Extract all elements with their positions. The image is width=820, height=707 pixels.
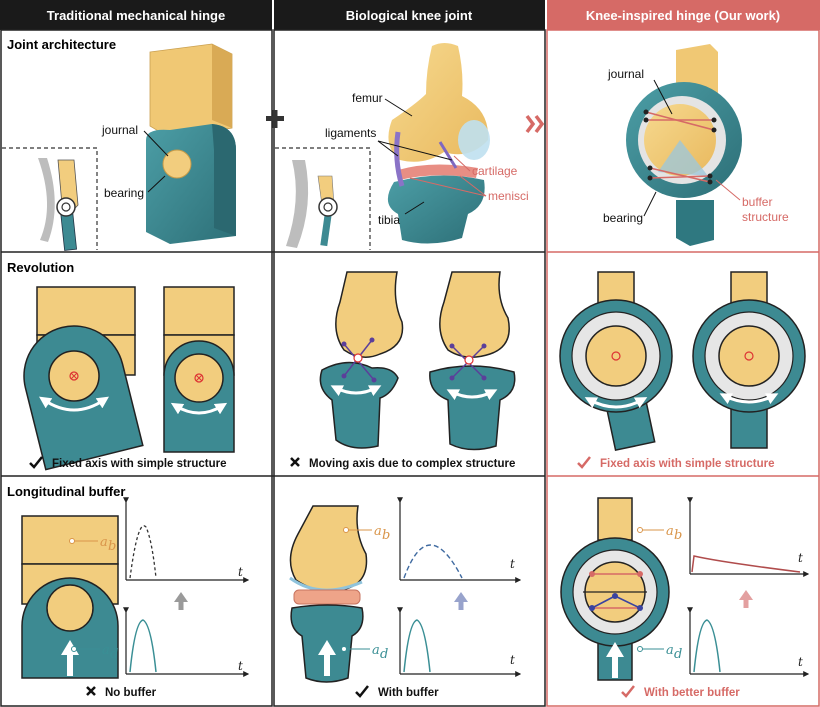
cross-icon bbox=[290, 457, 300, 467]
check-icon bbox=[621, 685, 635, 698]
ours-revolution-straight bbox=[692, 271, 806, 449]
mech-revolution-tilted bbox=[23, 286, 144, 471]
mech-hinge-labels: journal bearing bbox=[101, 123, 169, 200]
label-bearing: bearing bbox=[104, 186, 144, 200]
label-ab-base: a bbox=[666, 524, 674, 539]
label-ligaments: ligaments bbox=[325, 126, 376, 140]
label-buffer-line1: buffer bbox=[742, 195, 772, 209]
plot-ad-curve-col2 bbox=[403, 619, 431, 673]
mech-hinge-illustration bbox=[2, 43, 236, 251]
plot-ab-curve-col1 bbox=[129, 525, 157, 579]
label-bearing-ours: bearing bbox=[603, 211, 643, 225]
header-col3: Knee-inspired hinge (Our work) bbox=[547, 0, 820, 30]
leg-walking-inset bbox=[286, 160, 338, 248]
ours-buffer-illustration bbox=[560, 497, 670, 681]
label-buffer-line2: structure bbox=[742, 210, 789, 224]
knee-joint-illustration bbox=[275, 43, 490, 250]
buffer-caption-1: No buffer bbox=[105, 687, 157, 699]
plot-ad-curve-col1 bbox=[129, 619, 157, 673]
section-title-architecture: Joint architecture bbox=[7, 37, 116, 52]
label-ad-base: a bbox=[102, 643, 110, 658]
plot-t-label: t bbox=[510, 653, 515, 667]
label-tibia: tibia bbox=[378, 213, 400, 227]
plot-t-label: t bbox=[798, 655, 803, 669]
revolution-caption-3: Fixed axis with simple structure bbox=[600, 458, 774, 470]
knee-revolution-flexed bbox=[319, 271, 404, 449]
plot-t-label: t bbox=[510, 557, 515, 571]
plots-col3: t t bbox=[687, 497, 810, 677]
knee-joint-labels: femur ligaments cartilage menisci tibia bbox=[325, 91, 529, 227]
revolution-caption-col1: Fixed axis with simple structure bbox=[29, 456, 226, 470]
plots-col1: t t bbox=[123, 497, 250, 677]
plot-t-label: t bbox=[798, 551, 803, 565]
revolution-caption-1: Fixed axis with simple structure bbox=[52, 458, 226, 470]
label-ad-sub: d bbox=[380, 647, 388, 662]
section-title-buffer: Longitudinal buffer bbox=[7, 484, 125, 499]
header-col3-title: Knee-inspired hinge (Our work) bbox=[586, 8, 780, 23]
buffer-caption-col2: With buffer bbox=[355, 685, 439, 699]
buffer-caption-3: With better buffer bbox=[644, 687, 740, 699]
label-menisci: menisci bbox=[488, 189, 529, 203]
plot-ad-curve-col3 bbox=[693, 619, 721, 673]
check-icon bbox=[577, 456, 591, 469]
ours-revolution-tilted bbox=[559, 271, 673, 452]
label-cartilage: cartilage bbox=[472, 164, 518, 178]
plots-col2: t t bbox=[397, 497, 522, 677]
label-ab-sub: b bbox=[674, 528, 682, 543]
label-ad-base: a bbox=[666, 643, 674, 658]
header-col2-title: Biological knee joint bbox=[346, 8, 473, 23]
knee-inspired-hinge-illustration bbox=[626, 44, 742, 246]
revolution-caption-2: Moving axis due to complex structure bbox=[309, 458, 515, 470]
plot-t-label: t bbox=[238, 565, 243, 579]
label-ad-sub: d bbox=[110, 647, 118, 662]
buffer-caption-col1: No buffer bbox=[86, 686, 157, 699]
check-icon bbox=[29, 456, 43, 469]
plot-ab-curve-col2 bbox=[403, 544, 463, 579]
revolution-caption-col3: Fixed axis with simple structure bbox=[577, 456, 774, 470]
plus-icon bbox=[266, 110, 284, 128]
section-title-revolution: Revolution bbox=[7, 260, 74, 275]
knee-revolution-straight bbox=[429, 271, 516, 451]
label-ab-base: a bbox=[100, 535, 108, 550]
check-icon bbox=[355, 685, 369, 698]
plot-legend-col3: a b a d bbox=[637, 524, 682, 662]
label-ab-sub: b bbox=[108, 539, 116, 554]
buffer-caption-col3: With better buffer bbox=[621, 685, 740, 699]
label-ab-base: a bbox=[374, 524, 382, 539]
plot-t-label: t bbox=[238, 659, 243, 673]
grid-lines bbox=[0, 29, 820, 707]
chevron-right-icon bbox=[525, 114, 545, 134]
plot-ab-curve-col3 bbox=[691, 555, 801, 573]
leg-prosthesis-inset bbox=[38, 158, 79, 251]
label-ad-sub: d bbox=[674, 647, 682, 662]
buffer-caption-2: With buffer bbox=[378, 687, 439, 699]
mech-buffer-illustration bbox=[21, 515, 119, 679]
mech-revolution-straight bbox=[163, 286, 235, 453]
label-ad-base: a bbox=[372, 643, 380, 658]
header-col1: Traditional mechanical hinge bbox=[0, 0, 272, 30]
label-journal: journal bbox=[101, 123, 138, 137]
plot-legend-col1: a b a d bbox=[69, 535, 118, 662]
knee-inspired-hinge-labels: journal bearing buffer structure bbox=[603, 67, 789, 225]
revolution-caption-col2: Moving axis due to complex structure bbox=[290, 457, 515, 470]
cross-icon bbox=[86, 686, 96, 696]
label-femur: femur bbox=[352, 91, 383, 105]
plot-legend-col2: a b a d bbox=[341, 524, 390, 662]
label-ab-sub: b bbox=[382, 528, 390, 543]
knee-buffer-illustration bbox=[289, 505, 368, 683]
header-col1-title: Traditional mechanical hinge bbox=[47, 8, 225, 23]
header-col2: Biological knee joint bbox=[274, 0, 545, 30]
label-journal-ours: journal bbox=[607, 67, 644, 81]
